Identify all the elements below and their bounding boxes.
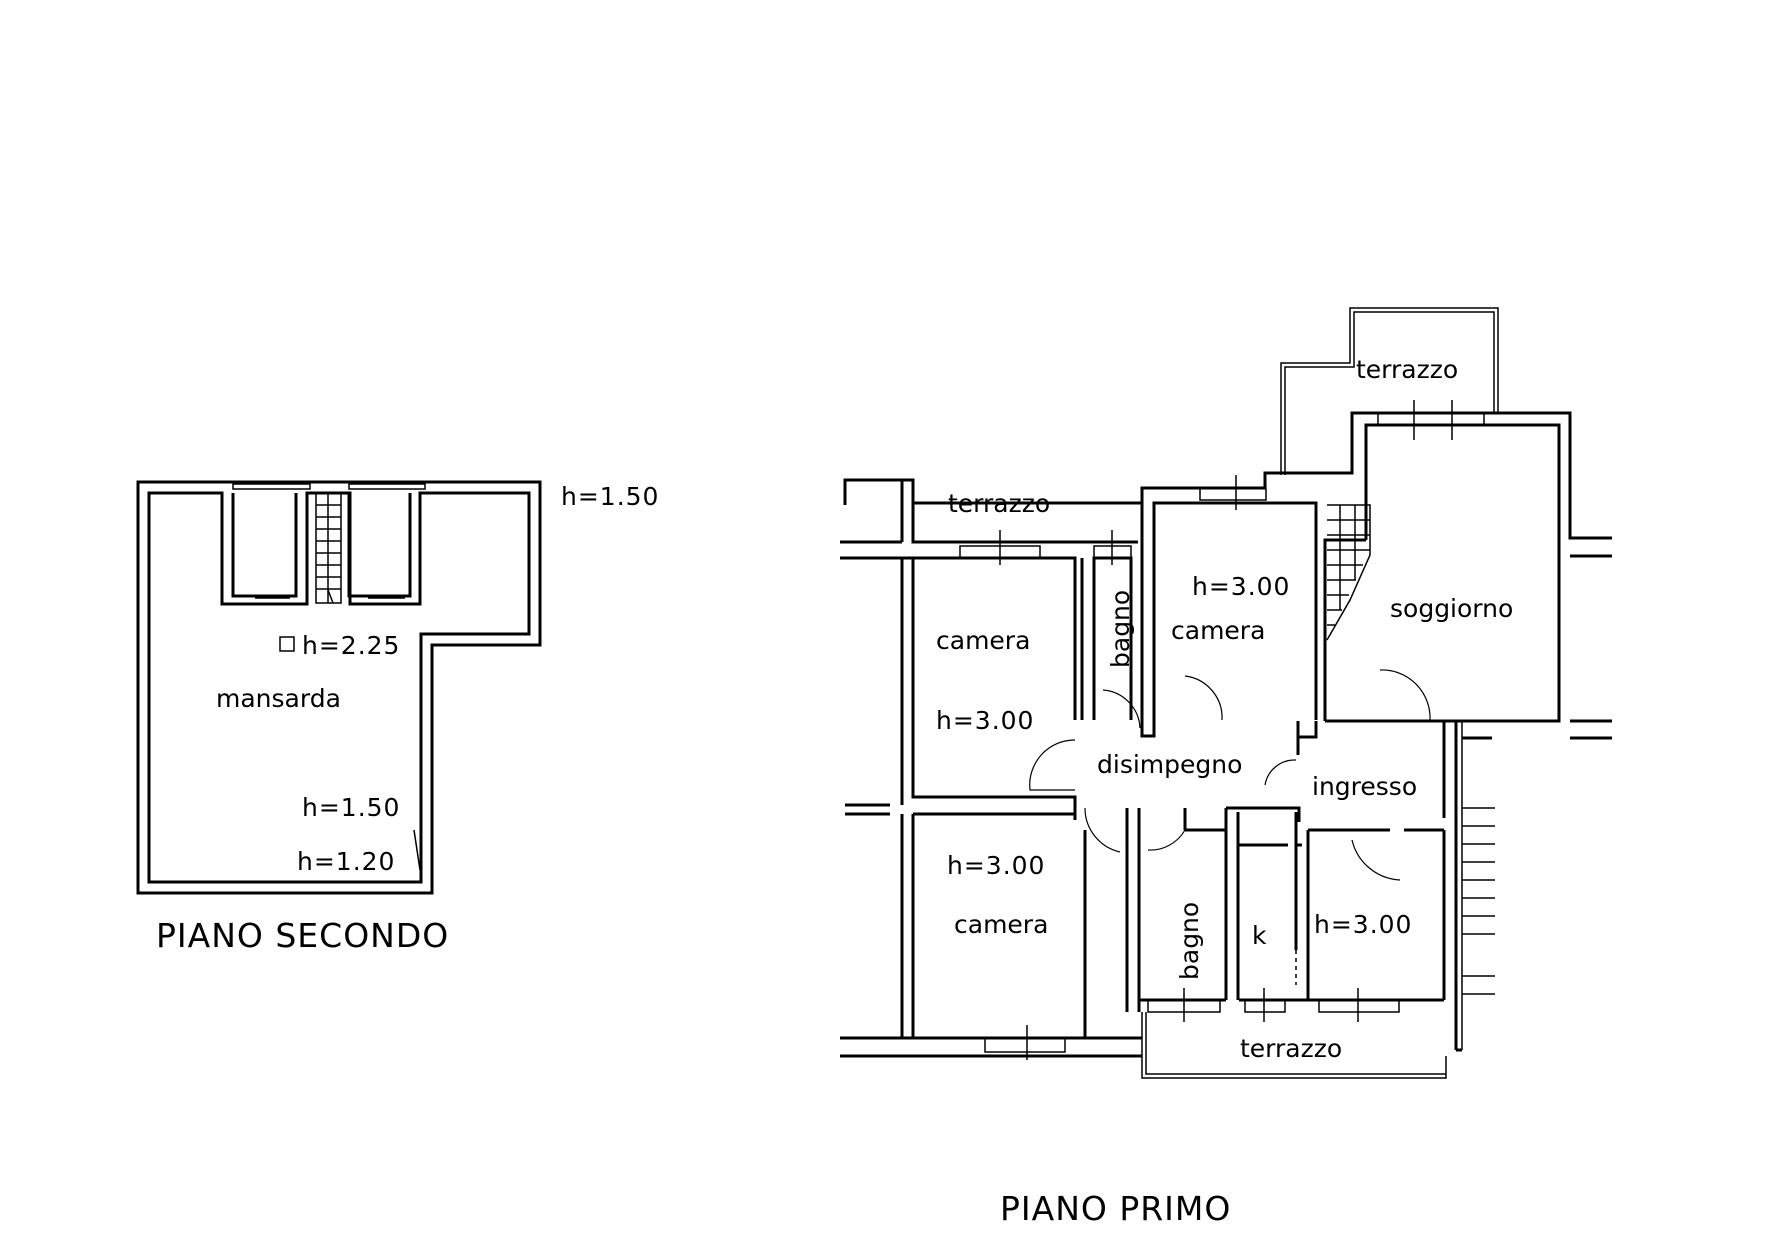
- soggiorno-walls: [1323, 473, 1368, 721]
- soggiorno-window: [1377, 412, 1485, 426]
- room-camera-left: camera: [936, 626, 1030, 655]
- door-swings: [1029, 669, 1431, 881]
- height-right-room: h=3.00: [1314, 910, 1412, 939]
- room-camera-top: camera: [1171, 616, 1265, 645]
- first-floor-outer-wall-inner: [1325, 423, 1561, 723]
- second-floor-window-frame-right: [348, 481, 426, 490]
- room-terrazzo-bottom: terrazzo: [1240, 1034, 1342, 1063]
- second-floor-height-bottom-b: h=1.20: [297, 847, 395, 876]
- second-floor-staircase: [315, 492, 342, 604]
- terrazzo-left-wall: [900, 480, 1138, 544]
- terrazzo-top-railing: [1280, 307, 1499, 475]
- height-camera-left: h=3.00: [936, 706, 1034, 735]
- soggiorno-staircase: [1326, 504, 1371, 641]
- camera-top-window: [1199, 487, 1267, 501]
- kitchen-walls: [1238, 812, 1310, 1000]
- kitchen-window: [1244, 999, 1286, 1013]
- room-bagno-top: bagno: [1106, 590, 1135, 668]
- terrazzo-top-railing-inner: [1284, 311, 1495, 475]
- first-floor-plan: terrazzo terrazzo camera h=3.00 bagno h=…: [840, 307, 1612, 1228]
- height-camera-top: h=3.00: [1192, 572, 1290, 601]
- terrazzo-bottom-railing: [1141, 1012, 1447, 1079]
- second-floor-niche-right: [347, 493, 412, 598]
- first-floor-outer-wall: [843, 411, 1612, 540]
- ingresso-walls: [1296, 721, 1458, 818]
- second-floor-inner-wall: [147, 491, 531, 884]
- second-floor-niche-left: [231, 493, 298, 598]
- room-mansarda: mansarda: [216, 684, 341, 713]
- room-soggiorno: soggiorno: [1390, 594, 1513, 623]
- room-terrazzo-left: terrazzo: [948, 489, 1050, 518]
- room-ingresso: ingresso: [1312, 772, 1417, 801]
- title-piano-primo: PIANO PRIMO: [1000, 1189, 1231, 1228]
- room-terrazzo-top: terrazzo: [1356, 355, 1458, 384]
- right-room-walls: [1239, 818, 1462, 1052]
- camera-bottom-window: [984, 1037, 1066, 1053]
- disimpegno-lower-walls: [1125, 806, 1301, 1012]
- second-floor-window-frame-left: [232, 481, 311, 490]
- second-floor-height-bottom-a: h=1.50: [302, 793, 400, 822]
- exterior-staircase: [1461, 721, 1495, 1050]
- camera-bottom-walls: [900, 812, 1087, 1038]
- title-piano-secondo: PIANO SECONDO: [156, 916, 449, 955]
- height-camera-bottom: h=3.00: [947, 851, 1045, 880]
- room-kitchen: k: [1252, 921, 1267, 950]
- camera-left-walls: [900, 556, 1077, 805]
- second-floor-plan: h=1.50 h=2.25 mansarda h=1.50 h=1.20 PIA…: [136, 480, 659, 955]
- second-floor-chimney-icon: [279, 636, 295, 652]
- second-floor-height-top-right: h=1.50: [561, 482, 659, 511]
- right-room-window: [1318, 999, 1400, 1013]
- room-camera-bottom: camera: [954, 910, 1048, 939]
- second-floor-outer-wall: [136, 480, 542, 895]
- room-bagno-bottom: bagno: [1175, 902, 1204, 980]
- room-disimpegno: disimpegno: [1097, 750, 1242, 779]
- second-floor-height-center: h=2.25: [302, 631, 400, 660]
- second-floor-slope-line: [413, 829, 421, 871]
- camera-top-walls: [1152, 501, 1318, 720]
